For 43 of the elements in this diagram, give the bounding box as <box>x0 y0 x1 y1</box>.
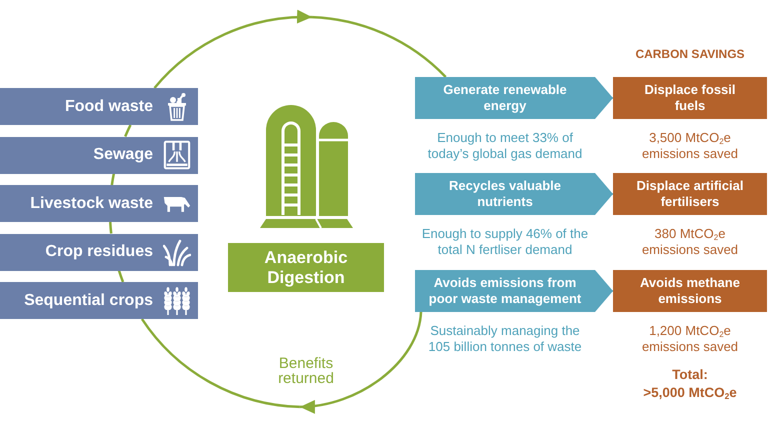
chevron-arrow <box>595 270 613 312</box>
feedstock-label: Sewage <box>93 146 153 164</box>
cycle-line <box>124 124 132 137</box>
saving-box <box>613 270 767 312</box>
saving-box <box>613 173 767 215</box>
benefit-box <box>415 173 595 215</box>
benefit-heading: Generate renewable energy <box>442 82 568 114</box>
saving-heading: Displace artificial fertilisers <box>636 178 744 210</box>
saving-heading: Displace fossil fuels <box>643 82 737 114</box>
benefit-description: Enough to meet 33% of today’s global gas demand <box>426 130 584 162</box>
benefit-box <box>415 77 595 119</box>
total-savings: Total: >5,000 MtCO$_{2}$e <box>642 366 738 402</box>
cycle-line <box>312 16 447 78</box>
benefit-box <box>415 270 595 312</box>
benefit-description: Enough to supply 46% of the total N fertliser demand <box>420 226 590 258</box>
feedstock-box <box>0 136 198 174</box>
feedstock-box <box>0 185 198 222</box>
feedstock-label: Sequential crops <box>24 292 153 310</box>
savings-amount: 380 MtCO$_{2}$e emissions saved <box>640 226 740 258</box>
cycle-line <box>110 173 116 186</box>
saving-heading: Avoids methane emissions <box>639 275 741 307</box>
cycle-line <box>109 222 112 234</box>
section-heading: CARBON SAVINGS <box>634 47 746 61</box>
feedstock-label: Food waste <box>64 98 153 116</box>
process-label: Anaerobic Digestion <box>263 248 349 288</box>
savings-amount: 1,200 MtCO$_{2}$e emissions saved <box>640 323 740 355</box>
chevron-arrow <box>595 173 613 215</box>
benefit-description: Sustainably managing the 105 billion tonnes of waste <box>427 323 583 355</box>
feedstock-label: Crop residues <box>45 243 153 261</box>
saving-box <box>613 77 767 119</box>
chevron-arrow <box>595 77 613 119</box>
cycle-arrow <box>154 10 312 89</box>
benefit-heading: Avoids emissions from poor waste management <box>428 275 582 307</box>
process-box <box>228 243 384 292</box>
feedstock-box <box>0 88 198 125</box>
cycle-line <box>140 318 300 408</box>
benefit-heading: Recycles valuable nutrients <box>448 178 562 210</box>
feedstock-label: Livestock waste <box>30 194 153 212</box>
savings-amount: 3,500 MtCO$_{2}$e emissions saved <box>640 130 740 162</box>
feedstock-box <box>0 282 198 319</box>
cycle-arrow <box>300 312 422 413</box>
feedstock-box <box>0 234 198 270</box>
cycle-line <box>118 270 124 282</box>
